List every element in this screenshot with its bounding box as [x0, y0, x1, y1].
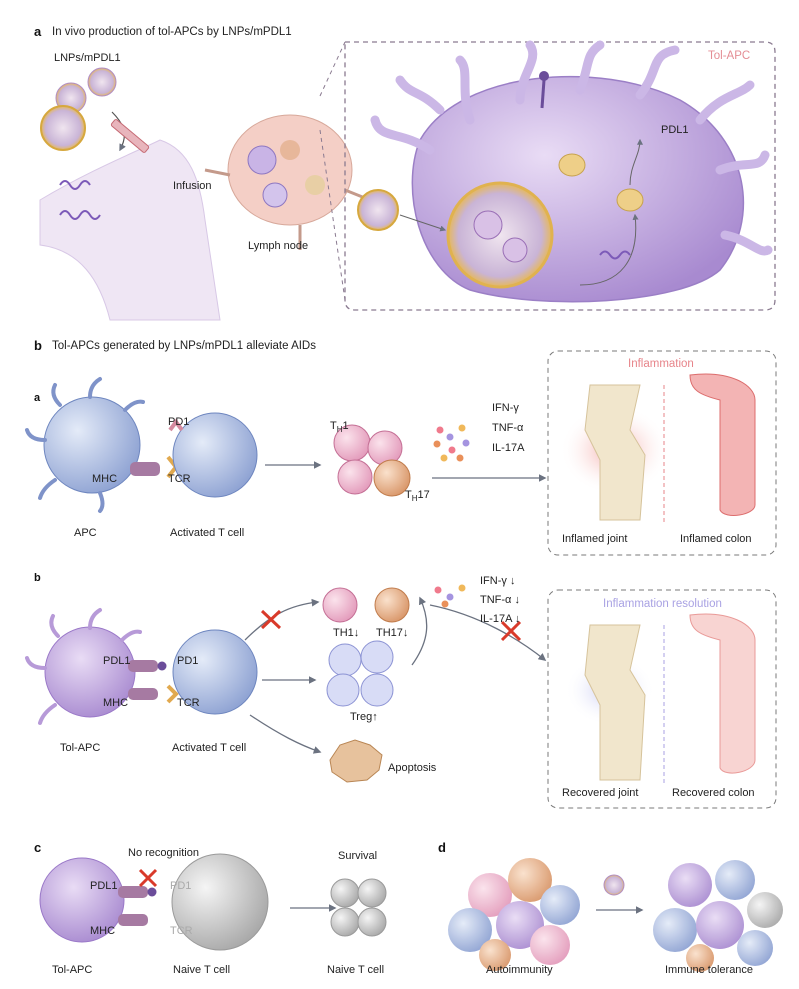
cytokine-tnf-down: TNF-α ↓	[480, 594, 520, 606]
pd1-label-c: PD1	[170, 880, 192, 892]
no-recognition-label: No recognition	[128, 847, 199, 859]
cytokine-tnf: TNF-α	[492, 422, 524, 434]
inflammation-title: Inflammation	[628, 358, 694, 370]
pdl1-label: PDL1	[661, 124, 689, 136]
infusion-label: Infusion	[173, 180, 212, 192]
panel-b-art	[25, 350, 777, 809]
mhc-label-c: MHC	[90, 925, 116, 937]
treg-up-label: Treg↑	[350, 711, 378, 723]
pdl1-label-b: PDL1	[103, 655, 131, 667]
mhc-label: MHC	[92, 473, 118, 485]
panel-b-letter: b	[34, 338, 42, 353]
cytokine-ifn: IFN-γ	[492, 402, 519, 414]
naive-tcell-label: Naive T cell	[173, 964, 231, 976]
pdl1-label-c: PDL1	[90, 880, 118, 892]
tol-apc-box-label: Tol-APC	[708, 50, 751, 62]
tol-apc-label-c: Tol-APC	[52, 964, 93, 976]
th1-down-label: TH1↓	[333, 627, 360, 639]
survival-label: Survival	[338, 850, 378, 862]
panel-a-letter: a	[34, 24, 42, 39]
naive-tcell-label-2: Naive T cell	[327, 964, 385, 976]
pd1-label-b: PD1	[177, 655, 199, 667]
panel-b-sub-b-letter: b	[34, 572, 41, 584]
panel-a-title: In vivo production of tol-APCs by LNPs/m…	[52, 26, 292, 38]
recovered-colon-label: Recovered colon	[672, 787, 755, 799]
activated-tcell-label: Activated T cell	[170, 527, 245, 539]
cytokine-ifn-down: IFN-γ ↓	[480, 575, 516, 587]
pd1-label: PD1	[168, 416, 190, 428]
activated-tcell-label-b: Activated T cell	[172, 742, 247, 754]
autoimmunity-label: Autoimmunity	[486, 964, 553, 976]
panel-c-art	[39, 853, 387, 951]
th17-down-label: TH17↓	[376, 627, 409, 639]
lnp-label: LNPs/mPDL1	[54, 52, 121, 64]
recovered-joint-label: Recovered joint	[562, 787, 639, 799]
mhc-label-b: MHC	[103, 697, 129, 709]
inflamed-colon-label: Inflamed colon	[680, 533, 752, 545]
th17-label: TH17	[405, 489, 430, 504]
cytokine-il17-down: IL-17A ↓	[480, 613, 521, 625]
panel-b-sub-a-letter: a	[34, 392, 41, 404]
apc-label: APC	[74, 527, 97, 539]
tcr-label: TCR	[168, 473, 191, 485]
immune-tolerance-label: Immune tolerance	[665, 964, 754, 976]
panel-c-letter: c	[34, 840, 42, 855]
resolution-title: Inflammation resolution	[603, 598, 722, 610]
tol-apc-label-b: Tol-APC	[60, 742, 101, 754]
panel-b-title: Tol-APCs generated by LNPs/mPDL1 allevia…	[52, 340, 316, 352]
panel-d-letter: d	[438, 840, 446, 855]
tcr-label-b: TCR	[177, 697, 200, 709]
tcr-label-c: TCR	[170, 925, 193, 937]
lymph-node-label: Lymph node	[248, 240, 309, 252]
panel-a-art	[39, 40, 776, 321]
th1-label: TH1	[330, 420, 349, 435]
cytokine-il17: IL-17A	[492, 442, 525, 454]
panel-d-art	[448, 858, 783, 972]
inflamed-joint-label: Inflamed joint	[562, 533, 628, 545]
apoptosis-label: Apoptosis	[388, 762, 437, 774]
